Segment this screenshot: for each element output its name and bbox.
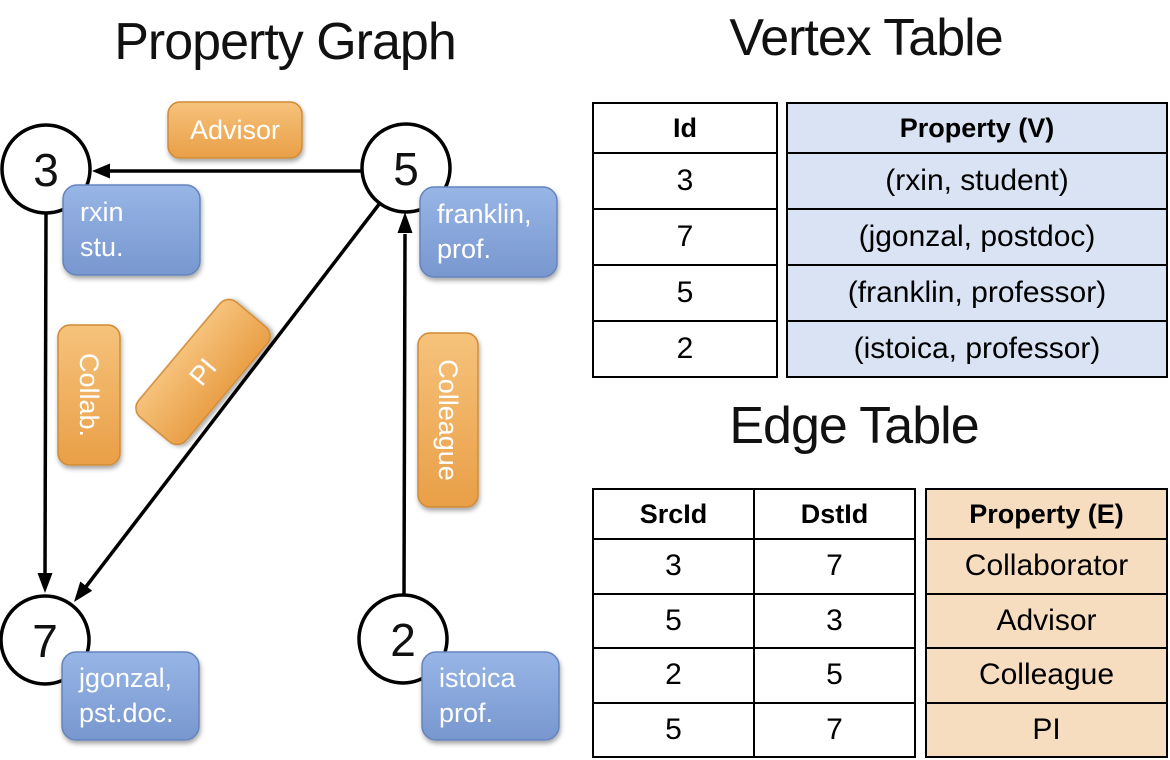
vertex-property-cell: (istoica, professor) <box>788 320 1166 376</box>
edge-table-row: 2 5 <box>594 647 914 702</box>
arrowhead-down-icon <box>37 573 53 593</box>
edge-5-to-7 <box>74 201 382 602</box>
arrowhead-left-icon <box>92 163 110 179</box>
edge-label-text: Collab. <box>74 353 104 437</box>
edge-table-row: 3 7 <box>594 538 914 593</box>
edge-dstid-cell: 7 <box>753 703 914 756</box>
edge-srcid-cell: 5 <box>665 603 682 637</box>
edge-table-property-column: Property (E) Collaborator Advisor Collea… <box>925 488 1168 758</box>
vertex-label-line: franklin, <box>437 199 532 229</box>
edge-label-colleague: Colleague <box>417 332 479 508</box>
edge-dstid-cell: 5 <box>753 649 914 702</box>
vertex-table-header-property: Property (V) <box>788 104 1166 152</box>
edge-3-to-7 <box>37 212 53 593</box>
property-graph-title: Property Graph <box>114 13 457 71</box>
vertex-label-line: rxin <box>80 197 124 227</box>
vertex-label-line: prof. <box>439 698 493 728</box>
vertex-table-id-column: Id 3 7 5 2 <box>592 102 778 378</box>
edge-dstid-cell: 7 <box>753 540 914 593</box>
edge-label-advisor: Advisor <box>167 101 303 159</box>
edge-table-header-property: Property (E) <box>927 490 1166 538</box>
arrowhead-up-icon <box>397 212 413 233</box>
vertex-id-cell: 5 <box>594 264 776 320</box>
edge-table-src-dst-columns: SrcId DstId 3 7 5 3 2 5 5 7 <box>592 488 916 758</box>
edge-property-cell: PI <box>927 701 1166 756</box>
edge-property-cell: Collaborator <box>927 538 1166 593</box>
edge-label-text: Colleague <box>433 359 463 481</box>
vertex-label-jgonzal: jgonzal, pst.doc. <box>61 651 200 741</box>
edge-label-pi: PI <box>135 298 271 446</box>
edge-dstid-cell: 3 <box>753 594 914 647</box>
property-graph-diagram: 3 5 7 2 rxin stu. franklin, prof. jgonza… <box>0 101 560 741</box>
vertex-id-cell: 2 <box>594 320 776 376</box>
vertex-label-line: istoica <box>439 663 517 693</box>
vertex-label-line: pst.doc. <box>79 698 174 728</box>
edge-table-row: 5 3 <box>594 592 914 647</box>
edge-table-header-dstid: DstId <box>753 490 914 538</box>
edge-label-text: Advisor <box>190 115 280 145</box>
edge-property-cell: Advisor <box>927 592 1166 647</box>
node-id: 5 <box>393 143 419 195</box>
vertex-label-franklin: franklin, prof. <box>419 186 558 278</box>
vertex-label-line: jgonzal, <box>78 663 172 693</box>
edge-property-cell: Colleague <box>927 647 1166 702</box>
vertex-label-rxin: rxin stu. <box>62 184 201 276</box>
edge-srcid-cell: 2 <box>665 658 682 692</box>
edge-table-title: Edge Table <box>729 397 979 455</box>
vertex-label-line: stu. <box>80 232 124 262</box>
node-id: 3 <box>33 144 59 196</box>
vertex-property-cell: (rxin, student) <box>788 152 1166 208</box>
arrowhead-downleft-icon <box>74 581 93 602</box>
edge-srcid-cell: 3 <box>665 549 682 583</box>
edge-table-header-srcid: SrcId <box>639 498 708 529</box>
edge-table-header-row: SrcId DstId <box>594 490 914 538</box>
vertex-label-istoica: istoica prof. <box>421 651 560 741</box>
vertex-property-cell: (jgonzal, postdoc) <box>788 208 1166 264</box>
vertex-id-cell: 7 <box>594 208 776 264</box>
node-id: 7 <box>32 615 58 667</box>
edge-label-collab: Collab. <box>57 324 121 466</box>
vertex-table-property-column: Property (V) (rxin, student) (jgonzal, p… <box>786 102 1168 378</box>
vertex-id-cell: 3 <box>594 152 776 208</box>
edge-2-to-5 <box>397 212 413 597</box>
vertex-label-line: prof. <box>437 234 491 264</box>
node-id: 2 <box>390 614 416 666</box>
vertex-table-header-id: Id <box>673 112 697 143</box>
edge-5-to-3 <box>92 163 362 179</box>
vertex-table-title: Vertex Table <box>729 9 1003 67</box>
edge-srcid-cell: 5 <box>665 712 682 746</box>
edge-table-row: 5 7 <box>594 701 914 756</box>
vertex-property-cell: (franklin, professor) <box>788 264 1166 320</box>
